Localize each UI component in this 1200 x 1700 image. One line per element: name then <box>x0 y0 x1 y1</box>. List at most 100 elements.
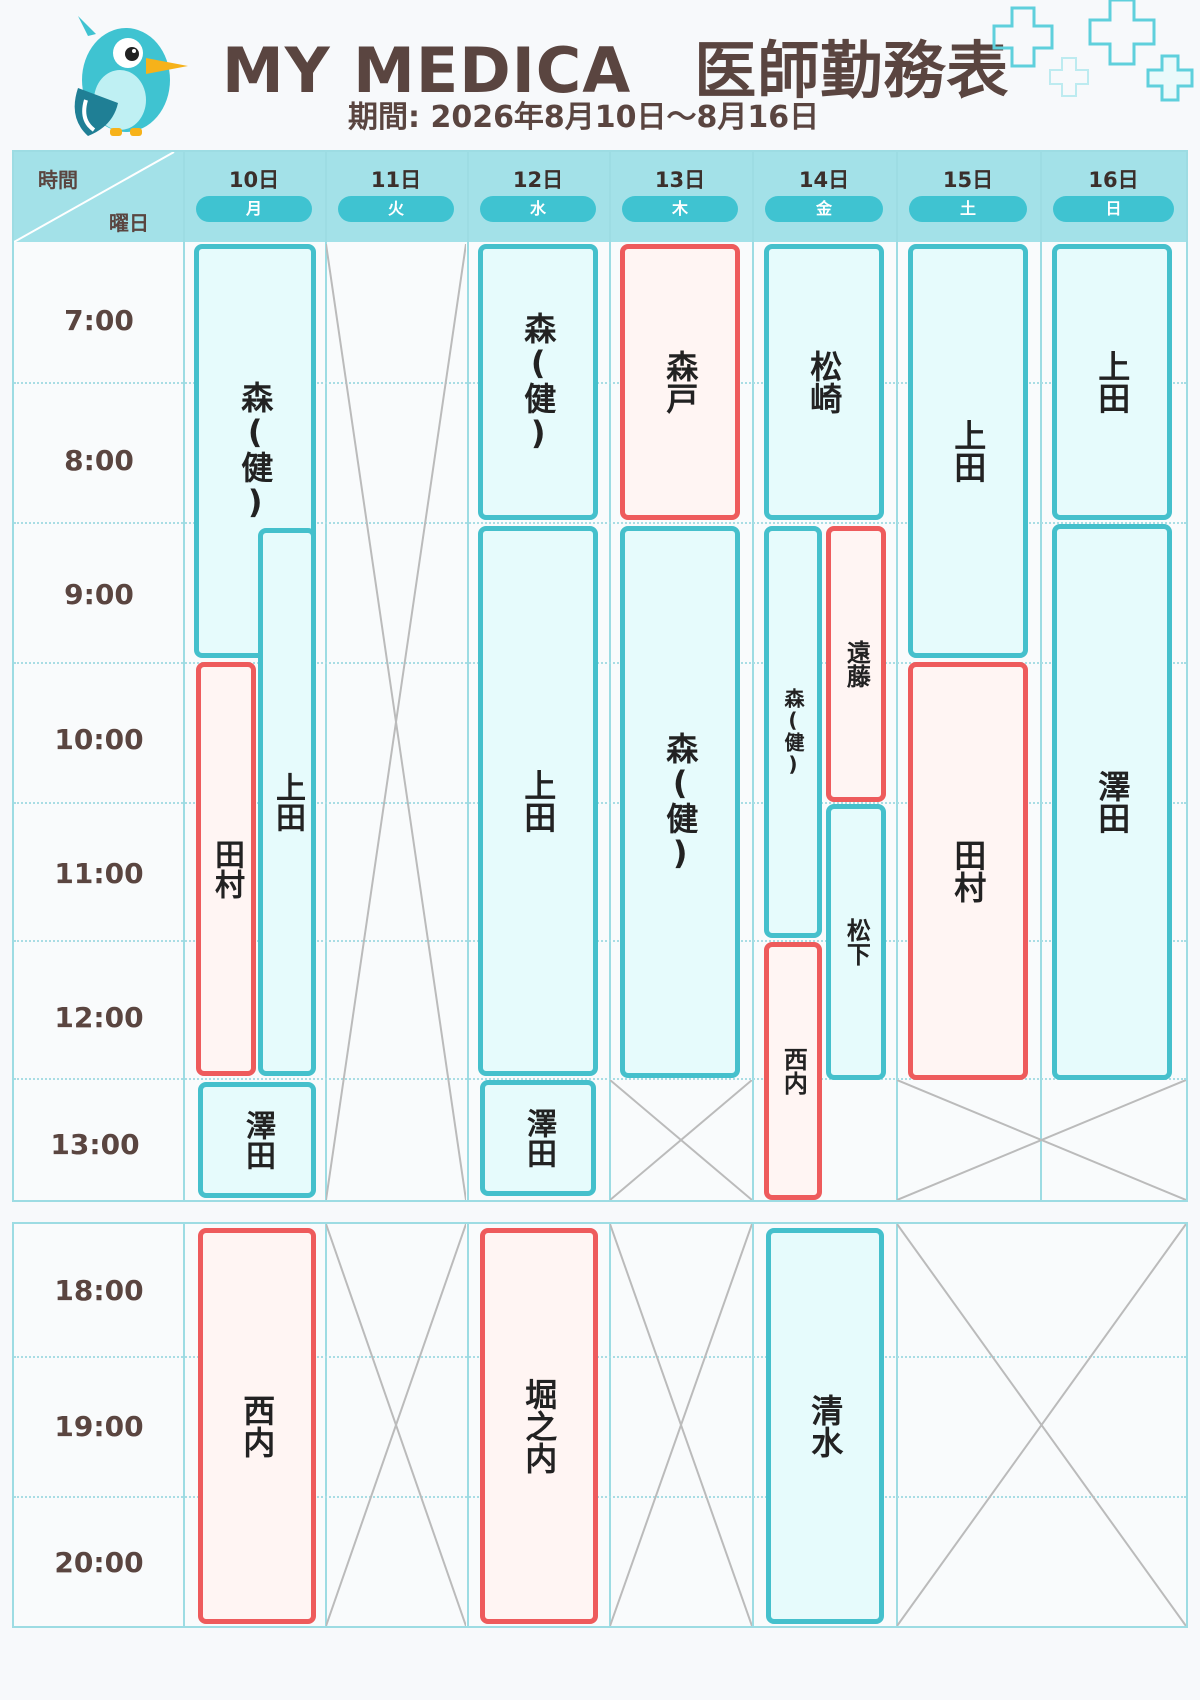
shift-block[interactable]: 森(健) <box>764 526 822 938</box>
shift-block[interactable]: 田村 <box>196 662 256 1076</box>
schedule-period: 期間: 2026年8月10日〜8月16日 <box>348 100 820 135</box>
shift-block[interactable]: 澤田 <box>198 1082 316 1198</box>
day-header-14: 14日 金 <box>753 152 895 242</box>
doctor-name: 森(健) <box>519 312 558 452</box>
day-header-15: 15日 土 <box>897 152 1039 242</box>
no-shift-cross <box>897 1080 1186 1200</box>
shift-block[interactable]: 遠藤 <box>826 526 886 802</box>
column-divider <box>183 152 185 1200</box>
shift-block[interactable]: 西内 <box>764 942 822 1200</box>
doctor-name: 清水 <box>806 1394 845 1458</box>
evening-schedule-grid: 18:00 19:00 20:00 西内 堀之内 清水 <box>12 1222 1188 1628</box>
day-header-11: 11日 火 <box>326 152 466 242</box>
doctor-name: 上田 <box>270 772 305 832</box>
hour-line <box>14 662 1186 664</box>
day-date: 14日 <box>798 168 850 192</box>
shift-block[interactable]: 上田 <box>1052 244 1172 520</box>
shift-block[interactable]: 西内 <box>198 1228 316 1624</box>
page-title: MY MEDICA 医師勤務表 <box>222 34 1010 107</box>
doctor-name: 森(健) <box>236 381 275 521</box>
shift-block[interactable]: 森(健) <box>620 526 740 1078</box>
doctor-name: 松下 <box>842 918 871 966</box>
hour-line <box>14 940 1186 942</box>
shift-block[interactable]: 澤田 <box>480 1080 596 1196</box>
hour-line <box>14 1356 1186 1358</box>
doctor-name: 遠藤 <box>842 640 871 688</box>
time-label: 7:00 <box>64 304 134 337</box>
day-date: 15日 <box>942 168 994 192</box>
time-label: 10:00 <box>54 723 144 756</box>
time-label: 12:00 <box>54 1001 144 1034</box>
doctor-name: 松崎 <box>805 350 844 414</box>
corner-diagonal <box>14 152 175 242</box>
shift-block[interactable]: 森(健) <box>478 244 598 520</box>
shift-block[interactable]: 上田 <box>478 526 598 1076</box>
day-header-12: 12日 水 <box>468 152 608 242</box>
day-header-13: 13日 木 <box>610 152 750 242</box>
no-shift-cross <box>897 1224 1186 1626</box>
bird-mascot-icon <box>74 16 188 136</box>
doctor-name: 田村 <box>949 839 988 903</box>
time-label: 13:00 <box>50 1128 140 1161</box>
no-shift-cross <box>326 244 466 1200</box>
weekday-pill: 水 <box>480 196 596 222</box>
column-divider <box>896 152 898 1200</box>
doctor-name: 上田 <box>1093 350 1132 414</box>
column-divider <box>752 152 754 1200</box>
weekday-pill: 土 <box>909 196 1027 222</box>
doctor-name: 田村 <box>209 839 244 899</box>
doctor-name: 澤田 <box>240 1110 275 1170</box>
shift-block[interactable]: 堀之内 <box>480 1228 598 1624</box>
day-date: 16日 <box>1088 168 1139 192</box>
weekday-pill: 木 <box>622 196 738 222</box>
weekday-pill: 月 <box>196 196 312 222</box>
doctor-name: 西内 <box>238 1394 277 1458</box>
header: MY MEDICA 医師勤務表 期間: 2026年8月10日〜8月16日 <box>0 0 1200 150</box>
shift-block[interactable]: 清水 <box>766 1228 884 1624</box>
header-row: 時間 曜日 10日 月 11日 火 12日 水 13日 木 14日 金 15日 … <box>14 152 1186 242</box>
time-label: 20:00 <box>54 1546 144 1579</box>
column-divider <box>183 1224 185 1626</box>
shift-block[interactable]: 上田 <box>258 528 316 1076</box>
no-shift-cross <box>326 1224 466 1626</box>
column-divider <box>325 152 327 1200</box>
doctor-name: 森(健) <box>661 732 700 872</box>
shift-block[interactable]: 森戸 <box>620 244 740 520</box>
weekday-pill: 火 <box>338 196 454 222</box>
time-label: 11:00 <box>54 857 144 890</box>
weekday-pill: 日 <box>1053 196 1174 222</box>
time-label: 19:00 <box>54 1410 144 1443</box>
day-date: 13日 <box>654 168 706 192</box>
hour-line <box>14 1496 1186 1498</box>
shift-block[interactable]: 澤田 <box>1052 524 1172 1080</box>
weekday-pill: 金 <box>765 196 883 222</box>
shift-block[interactable]: 松崎 <box>764 244 884 520</box>
medical-cross-icon <box>992 0 1194 102</box>
column-divider <box>467 1224 469 1626</box>
corner-cell: 時間 曜日 <box>14 152 184 242</box>
time-label: 18:00 <box>54 1274 144 1307</box>
corner-time-label: 時間 <box>38 168 78 192</box>
doctor-name: 上田 <box>519 769 558 833</box>
morning-schedule-grid: 時間 曜日 10日 月 11日 火 12日 水 13日 木 14日 金 15日 … <box>12 150 1188 1202</box>
hour-line <box>14 1078 1186 1080</box>
doctor-name: 森(健) <box>781 688 805 776</box>
column-divider <box>609 152 611 1200</box>
doctor-name: 澤田 <box>521 1108 556 1168</box>
column-divider <box>896 1224 898 1626</box>
column-divider <box>609 1224 611 1626</box>
hour-line <box>14 382 1186 384</box>
day-header-10: 10日 月 <box>184 152 324 242</box>
shift-block[interactable]: 上田 <box>908 244 1028 658</box>
doctor-name: 澤田 <box>1093 770 1132 834</box>
day-date: 12日 <box>512 168 564 192</box>
time-label: 8:00 <box>64 444 134 477</box>
doctor-name: 西内 <box>779 1047 808 1095</box>
doctor-name: 森戸 <box>661 350 700 414</box>
day-date: 11日 <box>370 168 422 192</box>
shift-block[interactable]: 松下 <box>826 804 886 1080</box>
column-divider <box>1040 152 1042 1200</box>
shift-block[interactable]: 田村 <box>908 662 1028 1080</box>
doctor-name: 上田 <box>949 419 988 483</box>
hour-line <box>14 802 1186 804</box>
